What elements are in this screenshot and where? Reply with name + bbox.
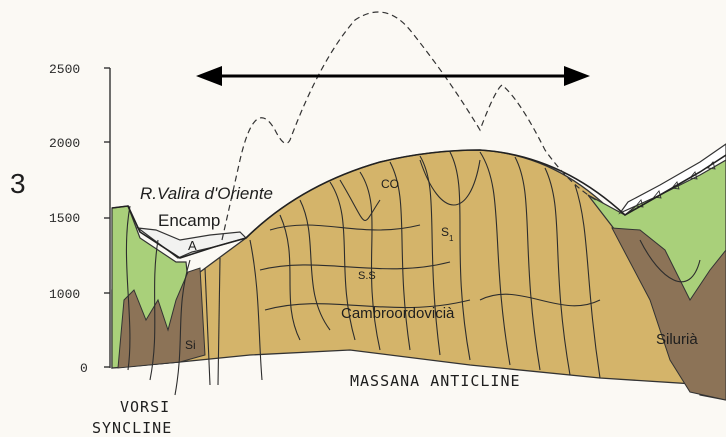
- extent-arrow: [196, 66, 590, 86]
- cambroordovician-label: Cambroordovicià: [341, 305, 455, 322]
- silurian-label: Silurià: [656, 331, 698, 348]
- vorsi-label: VORSI: [120, 398, 170, 416]
- y-tick-2000: 2000: [49, 136, 80, 151]
- town-label: Encamp: [158, 211, 220, 230]
- massana-anticline-label: MASSANA ANTICLINE: [350, 372, 521, 390]
- y-tick-0: 0: [80, 361, 88, 376]
- figure-number: 3: [10, 168, 26, 199]
- syncline-label: SYNCLINE: [92, 419, 172, 437]
- y-tick-1000: 1000: [49, 287, 80, 302]
- town-marker: A: [188, 238, 197, 253]
- unit-co-label: CO: [381, 177, 399, 191]
- unit-s1-subscript: 1: [449, 234, 454, 243]
- unit-si-label: Si: [185, 338, 196, 352]
- unit-ss-label: S.S: [358, 270, 376, 282]
- river-label: R.Valira d'Oriente: [140, 184, 273, 203]
- y-tick-1500: 1500: [49, 211, 80, 226]
- unit-s1-letter: S: [441, 225, 449, 239]
- y-axis: [104, 68, 110, 368]
- y-tick-2500: 2500: [49, 62, 80, 77]
